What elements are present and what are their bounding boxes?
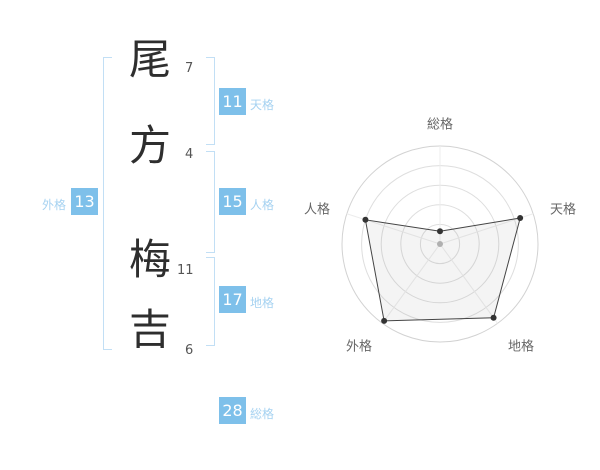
chikaku-value-box: 17: [219, 286, 246, 313]
gaikaku-value-box: 13: [71, 188, 98, 215]
tenkaku-value-box: 11: [219, 88, 246, 115]
radar-point: [517, 214, 524, 221]
gaikaku-bracket: [103, 57, 112, 350]
radar-point: [381, 317, 388, 324]
radar-axis-line: [381, 243, 441, 324]
gaikaku-label: 外格: [42, 198, 67, 212]
tenkaku-bracket: [206, 57, 215, 145]
radar-axis-label: 総格: [427, 116, 453, 132]
jinkaku-label: 人格: [250, 198, 275, 212]
radar-axis-label: 外格: [346, 339, 372, 355]
chikaku-label: 地格: [250, 296, 275, 310]
soukaku-label: 総格: [250, 407, 275, 421]
stroke-count-2: 4: [185, 147, 194, 162]
soukaku-value-box: 28: [219, 397, 246, 424]
radar-chart-container: 総格天格地格 外格 人格: [300, 112, 580, 372]
radar-axis-label: 人格: [304, 201, 330, 217]
radar-polygon: [364, 217, 521, 322]
name-char-4: 吉: [128, 305, 171, 354]
radar-axis-label: 地格: [508, 339, 534, 355]
radar-center-dot: [437, 241, 443, 247]
name-char-1: 尾: [128, 35, 171, 84]
radar-point: [490, 314, 497, 321]
stroke-count-1: 7: [185, 61, 194, 76]
radar-point: [437, 228, 443, 235]
jinkaku-bracket: [206, 151, 215, 253]
radar-axis-line: [439, 243, 499, 324]
name-char-2: 方: [128, 121, 171, 170]
tenkaku-label: 天格: [250, 98, 275, 112]
radar-axis-line: [346, 213, 441, 245]
name-char-3: 梅: [128, 235, 171, 284]
jinkaku-value-box: 15: [219, 188, 246, 215]
chikaku-bracket: [206, 257, 215, 346]
radar-point: [362, 216, 369, 223]
stroke-count-3: 11: [177, 263, 194, 278]
radar-axis-label: 天格: [550, 201, 576, 217]
stroke-count-4: 6: [185, 343, 194, 358]
